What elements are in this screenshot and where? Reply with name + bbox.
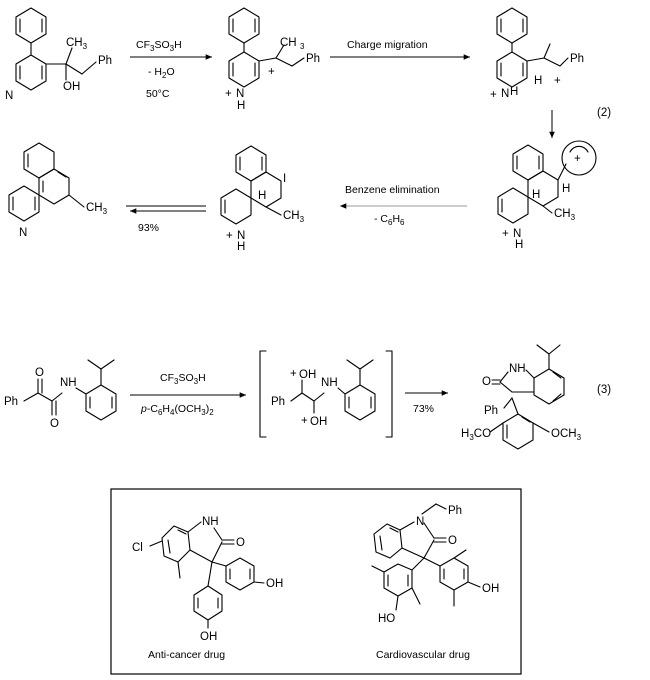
benzene-elimination-label: Benzene elimination [345, 184, 440, 196]
carbonyl-oxygen-2: O [50, 418, 59, 430]
amide-nh-label: NH [321, 377, 338, 389]
pyridinium-charge: + [225, 88, 232, 100]
phenyl-label: Ph [98, 55, 112, 67]
anticancer-drug-label: Anti-cancer drug [148, 649, 225, 661]
methyl-label: CH3 [66, 37, 88, 51]
phenyl-label: Ph [4, 396, 18, 408]
methyl-subscript: 3 [300, 42, 305, 51]
carbocation-charge: + [268, 66, 275, 78]
compound-benzylic-cation: CH 3 Ph + + N H [225, 7, 320, 112]
methoxy-label-right: OCH3 [551, 428, 582, 442]
phenyl-label: Ph [271, 396, 285, 408]
amide-nh-label: NH [60, 377, 77, 389]
carbonyl-oxygen-1: O [35, 367, 44, 379]
methyl-label: CH3 [86, 202, 108, 216]
hydroxyl-label-right: OH [482, 583, 499, 595]
compound-cyclized-arenium: + H H CH3 + N H [497, 140, 597, 251]
ring-hydrogen: H [532, 189, 540, 201]
cation-marker: I [283, 173, 286, 185]
reagent-water-loss: - H2O [148, 66, 175, 80]
lactam-nh-label: NH [509, 363, 526, 375]
reaction-temperature: 50°C [146, 88, 170, 100]
pyridinium-charge: + [502, 228, 509, 240]
cardiovascular-drug-structure: Ph N O OH HO [371, 503, 499, 625]
anticancer-drug-structure: NH O Cl OH OH [132, 516, 283, 643]
hydroxycarbenium-charge-1: + [290, 368, 297, 380]
hydroxyl-label-1: OH [299, 369, 316, 381]
yield-93: 93% [138, 222, 159, 234]
hydroxyl-label-2: OH [310, 416, 327, 428]
reagent-triflic-acid-2: CF3SO3H [160, 372, 206, 386]
compound-pyridyl-alcohol: CH3 OH Ph N [5, 7, 112, 102]
pyridine-nitrogen-label: N [501, 88, 509, 100]
pyridine-nitrogen-label: N [513, 228, 521, 240]
benzyl-phenyl-label: Ph [448, 505, 462, 517]
pyridinium-hydrogen: H [237, 100, 245, 112]
compound-dication: Ph H + + N H [490, 7, 584, 101]
compound-ketoamide: Ph O O NH [4, 359, 117, 430]
cardiovascular-drug-label: Cardiovascular drug [376, 649, 470, 661]
arenium-hydrogen: H [562, 183, 570, 195]
lactam-oxygen: O [236, 537, 245, 549]
methyl-label: CH [280, 37, 297, 49]
arenium-charge: + [574, 153, 581, 165]
phenyl-label: Ph [570, 53, 584, 65]
compound-methylbenzoisoquinoline: CH3 N [8, 142, 108, 239]
hydroxycarbenium-charge-2: + [301, 415, 308, 427]
methine-hydrogen: H [534, 75, 542, 87]
hydroxyl-label-right: OH [266, 578, 283, 590]
pyridine-nitrogen-label: N [5, 90, 13, 102]
pyridinium-charge: + [490, 89, 497, 101]
hydroxyl-label-bottom: OH [200, 631, 217, 643]
chloro-label: Cl [132, 542, 143, 554]
ring-hydrogen: H [258, 190, 266, 202]
lactam-oxygen: O [448, 535, 457, 547]
phenyl-label: Ph [484, 405, 498, 417]
methoxy-label-left: H3CO [461, 428, 491, 442]
phenyl-label: Ph [306, 53, 320, 65]
hydroxyl-label-left: HO [378, 613, 395, 625]
hydroxyl-label: OH [63, 81, 80, 93]
yield-73: 73% [413, 403, 434, 415]
equation-number-2: (2) [597, 107, 611, 119]
lactam-nh-label: NH [202, 516, 219, 528]
indoline-nitrogen-label: N [416, 516, 424, 528]
pyridinium-hydrogen: H [510, 86, 518, 98]
methyl-label: CH3 [554, 208, 576, 222]
pyridine-nitrogen-label: N [237, 230, 245, 242]
reagent-dimethoxybenzene: p-C6H4(OCH3)2 [140, 403, 214, 417]
bracketed-dication-intermediate: Ph + OH + OH NH [259, 350, 393, 438]
reagent-triflic-acid-1: CF3SO3H [136, 39, 182, 53]
pyridine-nitrogen-label: N [19, 227, 27, 239]
methyl-label: CH3 [283, 210, 305, 224]
compound-diaryl-oxindole: O NH Ph H3CO OCH3 [461, 344, 582, 450]
benzene-loss-label: - C6H6 [374, 213, 405, 227]
pyridinium-hydrogen: H [237, 241, 245, 253]
pyridinium-hydrogen: H [515, 239, 523, 251]
pyridine-nitrogen-label: N [236, 88, 244, 100]
cation-charge: + [554, 75, 561, 87]
drug-examples-box [110, 488, 522, 675]
equation-number-3: (3) [597, 384, 611, 396]
pyridinium-charge: + [226, 230, 233, 242]
lactam-oxygen: O [482, 376, 491, 388]
charge-migration-label: Charge migration [347, 39, 428, 51]
compound-dihydro-intermediate: I H CH3 + N H [220, 145, 305, 253]
